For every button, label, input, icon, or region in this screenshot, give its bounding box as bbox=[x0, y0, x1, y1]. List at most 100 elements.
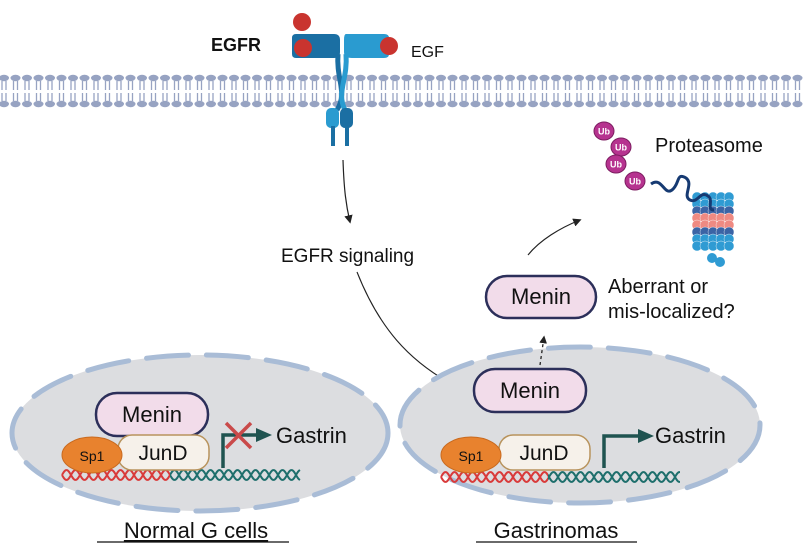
lipid-head bbox=[746, 100, 757, 108]
lipid-head bbox=[608, 74, 619, 82]
lipid-head bbox=[33, 100, 44, 108]
lipid-head bbox=[217, 100, 228, 108]
lipid-head bbox=[643, 74, 653, 82]
egf-ligand bbox=[294, 39, 312, 57]
egfr-signaling-label: EGFR signaling bbox=[281, 246, 414, 267]
lipid-head bbox=[654, 100, 665, 108]
lipid-head bbox=[470, 74, 481, 82]
lipid-head bbox=[22, 100, 32, 108]
lipid-head bbox=[539, 74, 550, 82]
lipid-head bbox=[413, 74, 423, 82]
lipid-head bbox=[252, 74, 262, 82]
lipid-head bbox=[585, 100, 596, 108]
lipid-head bbox=[792, 100, 803, 108]
lipid-head bbox=[114, 74, 124, 82]
lipid-head bbox=[631, 74, 642, 82]
lipid-head bbox=[447, 100, 458, 108]
lipid-head bbox=[125, 100, 136, 108]
normal-g-cells-label: Normal G cells bbox=[124, 518, 268, 543]
egfr-label: EGFR bbox=[211, 35, 261, 55]
lipid-head bbox=[367, 100, 377, 108]
lipid-head bbox=[551, 74, 561, 82]
lipid-head bbox=[781, 74, 791, 82]
lipid-head bbox=[459, 74, 469, 82]
lipid-head bbox=[482, 74, 492, 82]
lipid-head bbox=[723, 100, 734, 108]
lipid-head bbox=[206, 100, 216, 108]
lipid-head bbox=[390, 100, 400, 108]
lipid-head bbox=[781, 100, 791, 108]
lipid-head bbox=[171, 74, 182, 82]
lipid-head bbox=[378, 100, 389, 108]
sp1-label: Sp1 bbox=[459, 448, 484, 464]
lipid-head bbox=[275, 74, 285, 82]
lipid-head bbox=[298, 100, 308, 108]
lipid-head bbox=[45, 100, 55, 108]
jund-label: JunD bbox=[138, 442, 187, 465]
lipid-head bbox=[735, 100, 745, 108]
lipid-head bbox=[194, 74, 205, 82]
lipid-head bbox=[516, 100, 527, 108]
lipid-head bbox=[447, 74, 458, 82]
promoter-arrow bbox=[221, 433, 258, 468]
lipid-head bbox=[574, 74, 584, 82]
jund-label: JunD bbox=[519, 442, 568, 465]
lipid-head bbox=[562, 100, 573, 108]
egf-ligand bbox=[293, 13, 311, 31]
gastrin-gene-label: Gastrin bbox=[276, 423, 347, 448]
lipid-head bbox=[643, 100, 653, 108]
lipid-head bbox=[240, 74, 251, 82]
lipid-head bbox=[91, 100, 101, 108]
lipid-head bbox=[160, 100, 170, 108]
kinase-domain-left bbox=[326, 108, 339, 128]
lipid-head bbox=[298, 74, 308, 82]
lipid-head bbox=[275, 100, 285, 108]
lipid-head bbox=[505, 100, 515, 108]
lipid-head bbox=[436, 100, 446, 108]
lipid-head bbox=[390, 74, 400, 82]
lipid-head bbox=[10, 74, 21, 82]
blocked-x-icon bbox=[224, 421, 253, 450]
gastrinoma-cell-complex: Menin JunD Sp1 Gastrin bbox=[440, 367, 726, 483]
lipid-head bbox=[263, 100, 274, 108]
egfr-receptor bbox=[292, 13, 398, 146]
arrow-to-proteasome bbox=[527, 218, 582, 256]
lipid-head bbox=[229, 100, 239, 108]
lipid-head bbox=[378, 74, 389, 82]
lipid-head bbox=[723, 74, 734, 82]
lipid-head bbox=[666, 74, 676, 82]
substrate-chain bbox=[650, 175, 715, 212]
lipid-head bbox=[68, 100, 78, 108]
lipid-head bbox=[620, 100, 630, 108]
ubiquitin bbox=[605, 154, 627, 174]
lipid-head bbox=[516, 74, 527, 82]
ubiquitin-label: Ub bbox=[610, 160, 622, 170]
gastrinomas-label: Gastrinomas bbox=[494, 518, 619, 543]
lipid-head bbox=[10, 100, 21, 108]
lipid-head bbox=[758, 100, 768, 108]
lipid-head bbox=[712, 100, 722, 108]
menin-free bbox=[472, 367, 588, 414]
lipid-head bbox=[344, 100, 354, 108]
lipid-head bbox=[91, 74, 101, 82]
lipid-head bbox=[769, 74, 780, 82]
lipid-head bbox=[183, 74, 193, 82]
menin-label: Menin bbox=[500, 378, 560, 403]
proteasome bbox=[691, 191, 735, 267]
lipid-head bbox=[286, 100, 297, 108]
lipid-head bbox=[263, 74, 274, 82]
lipid-head bbox=[171, 100, 182, 108]
lipid-head bbox=[689, 74, 699, 82]
lipid-head bbox=[677, 100, 688, 108]
lipid-head bbox=[758, 74, 768, 82]
lipid-head bbox=[102, 74, 113, 82]
lipid-head bbox=[769, 100, 780, 108]
lipid-head bbox=[436, 74, 446, 82]
arrow-receptor-to-signaling bbox=[342, 159, 353, 224]
lipid-head bbox=[33, 74, 44, 82]
lipid-head bbox=[700, 100, 711, 108]
proteasome-label: Proteasome bbox=[655, 135, 763, 157]
lipid-head bbox=[194, 100, 205, 108]
lipid-head bbox=[252, 100, 262, 108]
